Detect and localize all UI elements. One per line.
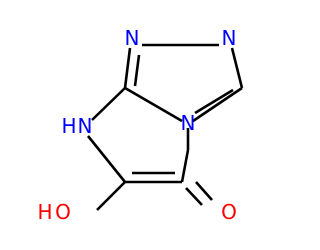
bond-c8a-n1-inner <box>133 54 141 87</box>
bond-c3-n4 <box>192 86 243 123</box>
bond-c5-o <box>195 181 213 201</box>
bond-c6-c5 <box>180 149 190 183</box>
atom-n4-label: N <box>181 111 196 135</box>
atom-oh-hydrogen-label: H <box>37 200 52 224</box>
bond-c5-o-inner <box>185 187 203 206</box>
atom-oh-label: O <box>55 200 71 224</box>
atom-n2-label: N <box>222 26 237 50</box>
bond-c8a-n1 <box>123 47 132 89</box>
atom-o-label: O <box>221 200 237 224</box>
bond-c7-oh <box>96 181 126 211</box>
atom-labels: N N N H N H O O <box>37 26 236 224</box>
bonds <box>86 43 244 211</box>
atom-n1-label: N <box>125 26 140 50</box>
bond-c8a-nh <box>91 87 126 121</box>
bond-n2-c3 <box>230 47 244 89</box>
atom-nh-hydrogen-label: H <box>61 114 76 138</box>
bond-c3-n4-inner <box>194 88 234 115</box>
chemical-structure: N N N H N H O O <box>37 26 244 224</box>
atom-nh-label: N <box>78 114 93 138</box>
bond-nh-c7 <box>86 135 127 183</box>
bond-n4-c8a <box>124 86 183 123</box>
